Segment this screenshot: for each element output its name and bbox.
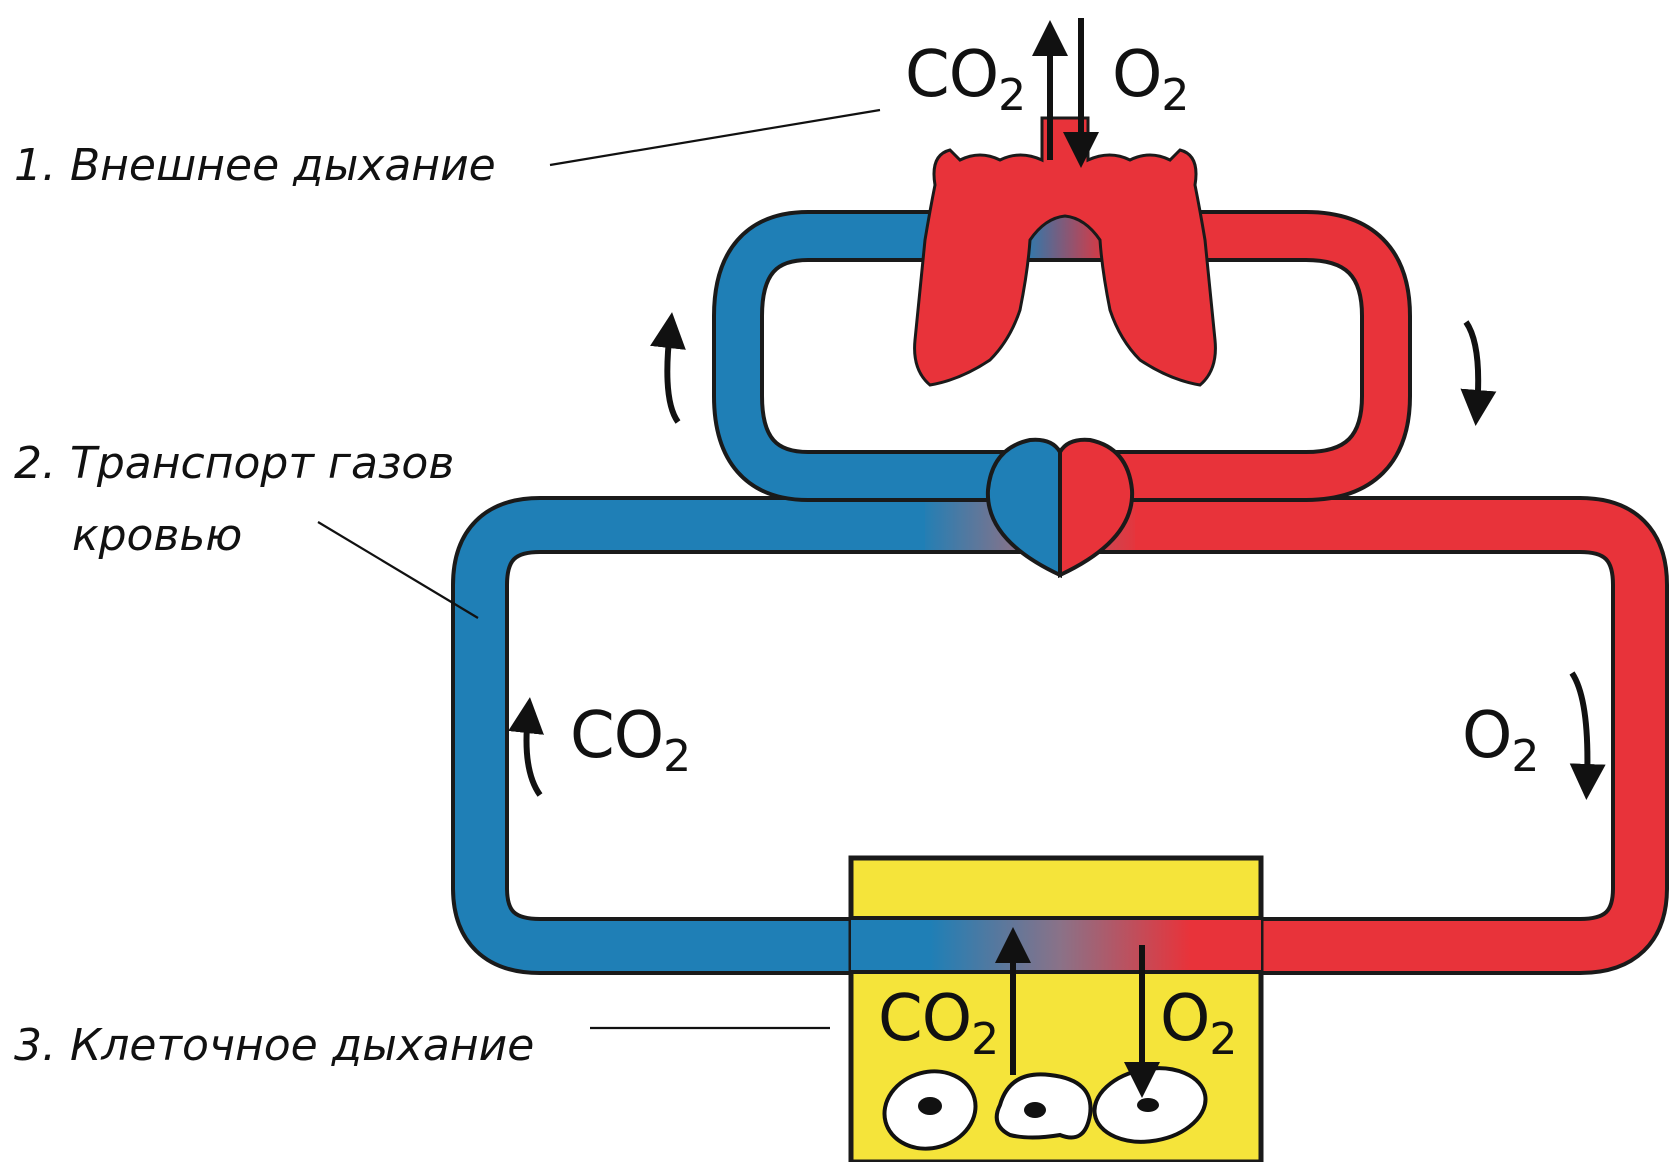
co2-label-lungs: CO2: [905, 38, 1025, 121]
flow-arrows: [508, 312, 1606, 800]
label-gas-transport-line2: кровью: [72, 510, 242, 561]
pulmonary-circulation: [712, 210, 1412, 502]
cells: [882, 1066, 1208, 1151]
co2-label-cells: CO2: [878, 982, 998, 1065]
leader-external: [549, 108, 881, 167]
heart-left-blue: [985, 437, 1062, 579]
heart: [985, 437, 1135, 579]
lung-gas-arrows: [1032, 18, 1099, 168]
lungs-shape: [913, 116, 1217, 387]
systemic-arterial-red: [1130, 500, 1665, 971]
label-external-respiration: 1. Внешнее дыхание: [14, 140, 496, 191]
cell-nucleus: [918, 1097, 942, 1115]
label-gas-transport-line1: 2. Транспорт газов: [14, 438, 454, 489]
o2-label-arteries: O2: [1462, 699, 1538, 782]
pulmonary-venous-red: [1070, 214, 1408, 498]
label-cellular-respiration: 3. Клеточное дыхание: [14, 1020, 534, 1071]
flow-up-arrow-systemic: [508, 697, 544, 797]
systemic-venous-blue: [455, 500, 930, 971]
o2-label-cells: O2: [1160, 982, 1236, 1065]
cell-tissue-box: [848, 855, 1264, 1162]
pulmonary-loop-outline: [712, 210, 1412, 502]
lungs-hilum: [1034, 218, 1096, 246]
flow-down-arrow-pulmonary: [1460, 320, 1497, 426]
cell-nucleus: [1137, 1098, 1159, 1112]
flow-down-arrow-systemic: [1569, 671, 1606, 800]
o2-label-lungs: O2: [1112, 38, 1188, 121]
flow-up-arrow-pulmonary: [650, 312, 686, 424]
lungs: [913, 116, 1217, 387]
heart-right-red: [1058, 437, 1135, 579]
leader-transport: [317, 521, 479, 619]
pulmonary-arterial-blue: [716, 214, 1060, 498]
cell-nucleus: [1024, 1102, 1046, 1118]
co2-label-veins: CO2: [570, 699, 690, 782]
